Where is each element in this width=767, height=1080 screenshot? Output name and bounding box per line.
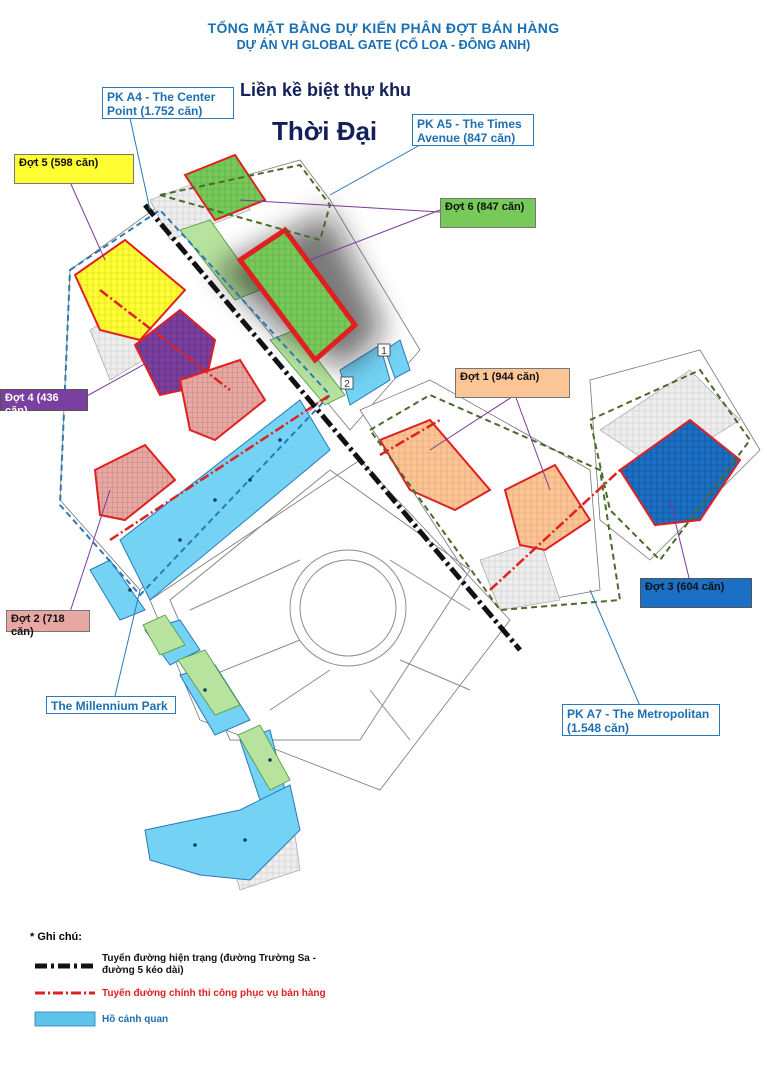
callout-pk-a5: PK A5 - The Times Avenue (847 căn): [412, 114, 534, 146]
marker-2: 2: [344, 379, 350, 390]
legend-lake: Hồ cảnh quan: [102, 1014, 169, 1025]
legend-title: * Ghi chú:: [30, 931, 82, 943]
map-markers: 1 2: [340, 343, 391, 390]
phase-1-zone: [378, 418, 592, 552]
map-title: TỔNG MẶT BẰNG DỰ KIẾN PHÂN ĐỢT BÁN HÀNG: [207, 20, 560, 36]
phase-3-zone: [618, 418, 742, 527]
map-dots: [128, 438, 282, 847]
phase-6-zone: [183, 153, 385, 370]
callout-millennium-park: The Millennium Park: [46, 696, 176, 714]
callout-pk-a4: PK A4 - The Center Point (1.752 căn): [102, 87, 234, 119]
callout-pk-a7: PK A7 - The Metropolitan (1.548 căn): [562, 704, 720, 736]
phase-3-label: Đợt 3 (604 căn): [640, 578, 752, 608]
headline-line2: Thời Đại: [272, 116, 378, 146]
central-plaza: [169, 469, 471, 741]
construction-road-lines: [99, 289, 621, 591]
marker-1: 1: [381, 346, 387, 357]
legend-existing-road: Tuyến đường hiện trạng (đường Trường Sa …: [102, 953, 316, 976]
phase-2-zone: [93, 358, 267, 522]
leader-lines: [69, 117, 691, 707]
legend-construction-road: Tuyến đường chính thi công phục vụ bán h…: [102, 988, 326, 999]
phase-4-label: Đợt 4 (436 căn): [0, 389, 88, 417]
existing-road: [143, 203, 522, 652]
phase-1-label: Đợt 1 (944 căn): [455, 368, 570, 398]
phase-2-label: Đợt 2 (718 căn): [6, 610, 90, 638]
legend-swatches: [34, 963, 96, 1027]
map-subtitle: DỰ ÁN VH GLOBAL GATE (CỔ LOA - ĐÔNG ANH): [236, 38, 531, 52]
headline-line1: Liền kề biệt thự khu: [240, 80, 412, 100]
phase-5-zone: [73, 238, 187, 342]
phase-6-label: Đợt 6 (847 căn): [440, 198, 536, 228]
phase-5-label: Đợt 5 (598 căn): [14, 154, 134, 184]
